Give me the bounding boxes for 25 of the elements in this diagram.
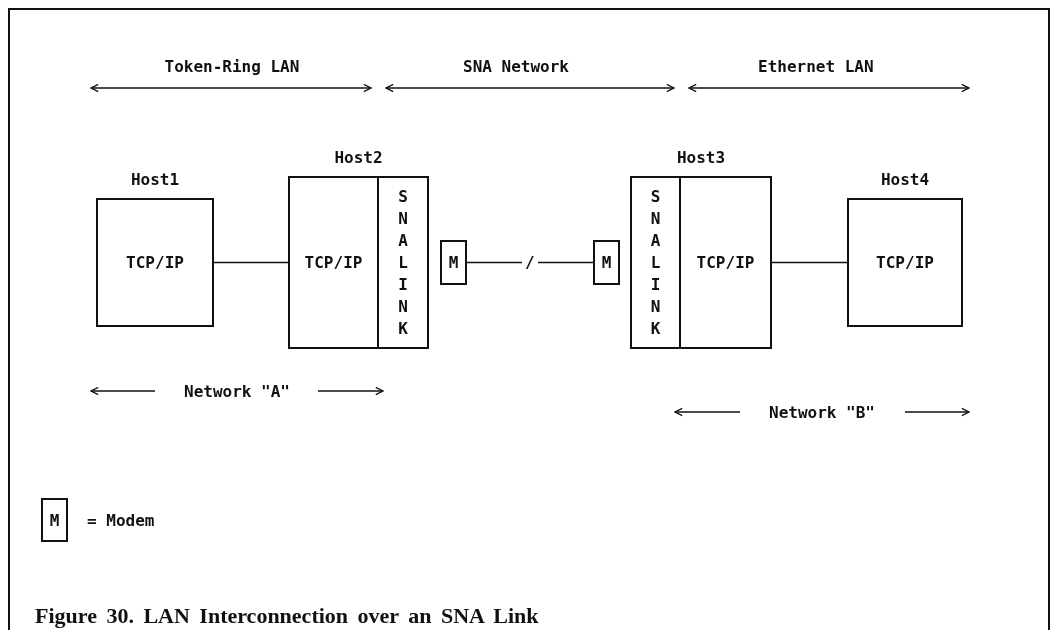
node-label: M <box>601 253 612 272</box>
host-label: Host4 <box>879 170 931 189</box>
modem-box <box>593 240 620 285</box>
node-label: M <box>49 510 60 530</box>
span-label: Token-Ring LAN <box>164 56 300 76</box>
span-label: Network "A" <box>184 381 290 401</box>
figure-caption: Figure 30. LAN Interconnection over an SNA Link <box>35 603 539 629</box>
vertical-label: S N A L I N K <box>650 185 661 340</box>
span-label: SNA Network <box>463 56 569 76</box>
edge-label: / <box>522 253 538 272</box>
node-label: TCP/IP <box>126 253 184 272</box>
key-note: = Modem <box>87 510 155 530</box>
node-label: TCP/IP <box>304 253 363 272</box>
node-label: TCP/IP <box>876 253 934 272</box>
host-label: Host1 <box>129 170 181 189</box>
host-label: Host2 <box>333 148 384 167</box>
span-label: Network "B" <box>769 402 875 422</box>
vertical-label: S N A L I N K <box>398 185 408 340</box>
host-label: Host3 <box>675 148 727 167</box>
node-label: TCP/IP <box>696 253 755 272</box>
modem-box <box>440 240 467 285</box>
span-label: Ethernet LAN <box>758 56 874 76</box>
connector-line <box>466 261 594 264</box>
modem-box <box>41 498 68 542</box>
node-label: M <box>448 253 459 272</box>
